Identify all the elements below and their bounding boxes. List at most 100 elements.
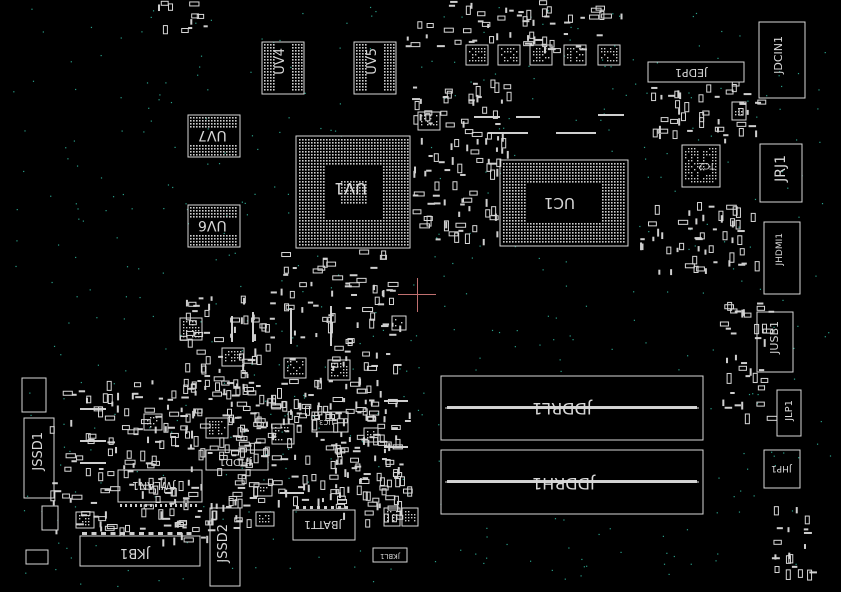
passive-pad (741, 362, 748, 365)
passive-outline (374, 296, 380, 306)
passive-pad (338, 414, 341, 420)
passive-outline (476, 157, 484, 163)
label-jkb1[interactable]: JKB1 (120, 545, 150, 560)
label-jusb1[interactable]: JUSB1 (768, 321, 781, 354)
passive-pad (354, 446, 361, 449)
passive-pad (342, 361, 345, 367)
passive-pad (795, 507, 798, 514)
label-jkbl1[interactable]: JKBL1 (380, 552, 400, 560)
passive-outline (332, 356, 341, 362)
passive-pad (489, 162, 497, 165)
passive-pad (340, 431, 343, 438)
passive-outline (454, 39, 462, 45)
passive-outline (699, 112, 705, 123)
passive-pad (194, 390, 197, 396)
label-uv6[interactable]: UV6 (198, 217, 227, 233)
passive-pad (351, 293, 358, 296)
label-uv1[interactable]: UV1 (334, 179, 367, 198)
passive-pad (501, 148, 504, 154)
passive-outline (679, 242, 685, 251)
label-jlp1[interactable]: JLP1 (784, 400, 795, 421)
passive-pad (307, 301, 314, 304)
passive-outline (756, 305, 766, 311)
passive-outline (366, 415, 376, 421)
passive-outline (383, 513, 389, 523)
passive-outline (171, 390, 177, 399)
passive-pad (334, 467, 337, 474)
passive-pad (282, 418, 285, 426)
label-jhdmi1[interactable]: JHDMI1 (775, 233, 785, 266)
passive-outline (760, 377, 769, 383)
label-jedp1[interactable]: JEDP1 (675, 66, 708, 79)
passive-outline (387, 398, 398, 404)
label-uv7[interactable]: UV7 (198, 127, 227, 143)
passive-pad (373, 433, 381, 436)
passive-pad (129, 483, 135, 486)
passive-pad (522, 20, 530, 23)
trace-segment (231, 316, 233, 342)
passive-outline (726, 372, 732, 384)
passive-pad (660, 94, 663, 100)
jbatt1-pin (331, 506, 334, 509)
passive-outline (440, 110, 448, 116)
passive-outline (246, 519, 252, 528)
passive-outline (314, 379, 320, 388)
label-uv5[interactable]: UV5 (365, 48, 380, 75)
passive-outline (100, 488, 110, 494)
label-jdcin1[interactable]: JDCIN1 (772, 36, 785, 74)
label-jrj1[interactable]: JRJ1 (773, 155, 789, 182)
label-tc2[interactable]: TC2 (698, 160, 715, 170)
passive-outline (179, 335, 188, 341)
passive-outline (756, 401, 765, 407)
passive-outline (107, 448, 113, 457)
passive-outline (204, 379, 210, 387)
passive-outline (143, 504, 154, 510)
label-jhdd1[interactable]: JHDD1 (219, 456, 252, 467)
passive-outline (542, 36, 548, 48)
passive-outline (506, 91, 512, 102)
label-uc3[interactable]: UC3 (319, 418, 334, 426)
passive-pad (395, 435, 398, 441)
passive-pad (359, 378, 362, 385)
passive-pad (104, 488, 111, 491)
passive-pad (71, 460, 77, 463)
label-jddrh1[interactable]: JDDRH1 (532, 474, 595, 493)
jbatt1-pin (303, 506, 306, 509)
passive-outline (238, 353, 244, 361)
passive-pad (375, 352, 378, 359)
label-jhp1[interactable]: JHP1 (771, 463, 792, 473)
passive-pad (745, 375, 751, 378)
ic-outline (391, 315, 407, 331)
label-jwlan1[interactable]: JWLAN1 (132, 479, 176, 492)
passive-outline (738, 107, 744, 116)
passive-outline (98, 516, 107, 522)
passive-pad (55, 529, 58, 535)
passive-pad (704, 268, 707, 274)
jkb1-pin (110, 532, 116, 535)
passive-pad (100, 526, 103, 532)
jssd1-outline (23, 417, 55, 499)
passive-pad (359, 478, 362, 483)
uv5-balls-right (384, 44, 395, 91)
label-jbatt1[interactable]: JBATT1 (304, 518, 342, 531)
label-uc1[interactable]: UC1 (544, 194, 575, 212)
passive-pad (734, 310, 742, 313)
passive-pad (497, 136, 500, 141)
label-jssd2[interactable]: JSSD2 (216, 524, 231, 563)
passive-outline (731, 81, 740, 87)
passive-outline (248, 482, 260, 488)
label-jssd1[interactable]: JSSD1 (31, 432, 46, 471)
passive-pad (166, 404, 169, 410)
label-uv4[interactable]: UV4 (273, 48, 288, 75)
passive-outline (81, 511, 91, 517)
passive-pad (428, 122, 433, 125)
passive-pad (716, 127, 719, 133)
jwlan1-pin (155, 504, 157, 507)
ic-outline (179, 317, 203, 341)
jwlan1-pin (145, 504, 147, 507)
jwlan1-pin (190, 504, 192, 507)
label-jddrl1[interactable]: JDDRL1 (532, 399, 592, 418)
passive-pad (496, 231, 499, 238)
